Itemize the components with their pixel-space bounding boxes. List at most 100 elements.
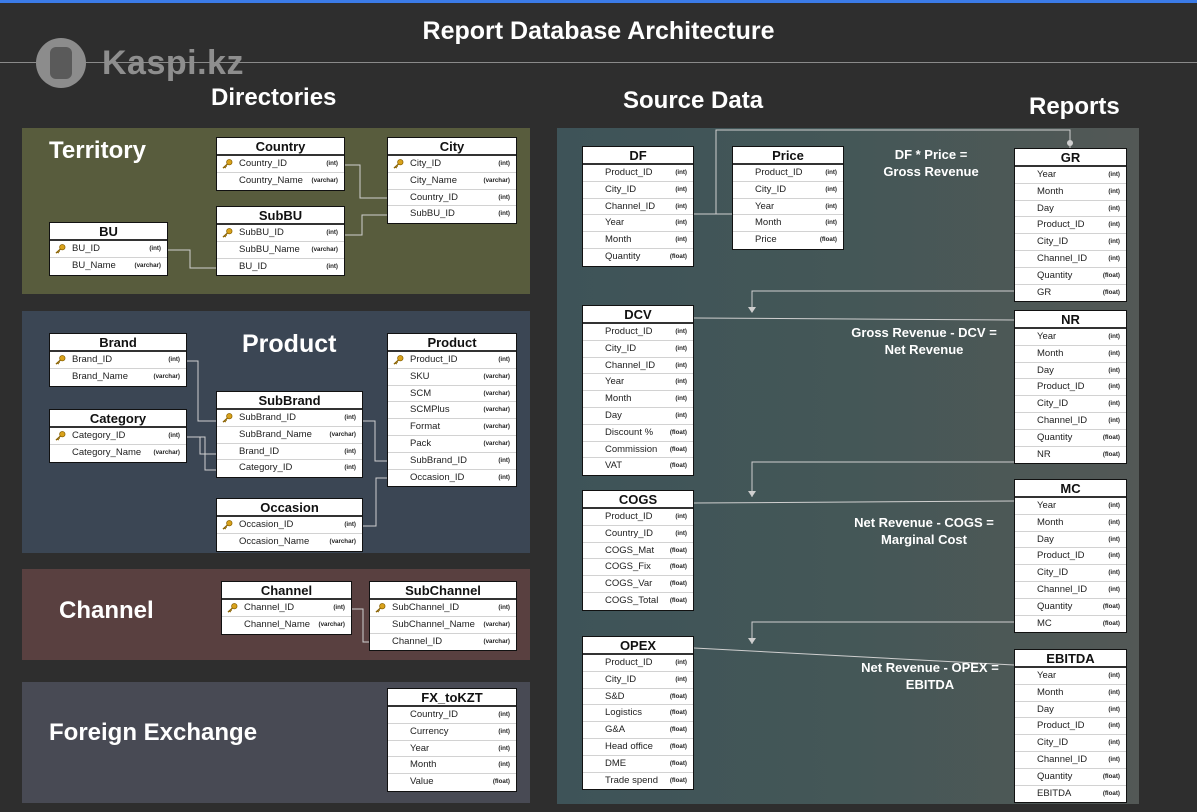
- table-row[interactable]: Format(varchar): [388, 419, 516, 436]
- table-row[interactable]: Product_ID(int): [1015, 718, 1126, 736]
- table-row[interactable]: Category_ID(int): [217, 460, 362, 477]
- table-row[interactable]: Product_ID(int): [388, 352, 516, 369]
- table-row[interactable]: Channel_ID(int): [222, 600, 351, 617]
- table-row[interactable]: Year(int): [1015, 498, 1126, 515]
- table-row[interactable]: BU_ID(int): [217, 259, 344, 276]
- table-row[interactable]: SCM(varchar): [388, 386, 516, 403]
- table-row[interactable]: Currency(int): [388, 724, 516, 741]
- table-row[interactable]: Year(int): [583, 215, 693, 233]
- table-row[interactable]: Head office(float): [583, 739, 693, 756]
- table-row[interactable]: SubBU_Name(varchar): [217, 242, 344, 259]
- table-row[interactable]: Day(int): [1015, 702, 1126, 719]
- table-row[interactable]: EBITDA(float): [1015, 786, 1126, 803]
- table-row[interactable]: City_Name(varchar): [388, 173, 516, 190]
- table-row[interactable]: Discount %(float): [583, 425, 693, 442]
- table-row[interactable]: COGS_Total(float): [583, 593, 693, 610]
- table-row[interactable]: Category_ID(int): [50, 428, 186, 445]
- table-row[interactable]: BU_Name(varchar): [50, 258, 167, 275]
- table-row[interactable]: City_ID(int): [1015, 234, 1126, 251]
- table-row[interactable]: S&D(float): [583, 689, 693, 706]
- table-row[interactable]: Country_ID(int): [583, 526, 693, 543]
- table-row[interactable]: COGS_Fix(float): [583, 559, 693, 577]
- table-row[interactable]: Day(int): [1015, 201, 1126, 218]
- table-row[interactable]: Channel_Name(varchar): [222, 617, 351, 634]
- table-row[interactable]: Month(int): [583, 391, 693, 408]
- table-row[interactable]: Product_ID(int): [583, 324, 693, 341]
- table-row[interactable]: Product_ID(int): [1015, 217, 1126, 235]
- table-row[interactable]: City_ID(int): [583, 672, 693, 689]
- table-row[interactable]: Country_ID(int): [388, 190, 516, 207]
- table-row[interactable]: GR(float): [1015, 285, 1126, 302]
- table-row[interactable]: Pack(varchar): [388, 436, 516, 453]
- table-row[interactable]: Occasion_ID(int): [388, 470, 516, 487]
- table-row[interactable]: SubChannel_ID(int): [370, 600, 516, 617]
- table-row[interactable]: Channel_ID(int): [1015, 752, 1126, 769]
- table-row[interactable]: Day(int): [583, 408, 693, 425]
- table-row[interactable]: City_ID(int): [583, 341, 693, 358]
- table-row[interactable]: Year(int): [583, 374, 693, 392]
- table-row[interactable]: Quantity(float): [583, 249, 693, 266]
- table-row[interactable]: Quantity(float): [1015, 769, 1126, 786]
- table-row[interactable]: Year(int): [388, 741, 516, 758]
- table-row[interactable]: BU_ID(int): [50, 241, 167, 258]
- table-row[interactable]: Product_ID(int): [733, 165, 843, 182]
- table-row[interactable]: Brand_ID(int): [217, 444, 362, 461]
- table-row[interactable]: Channel_ID(int): [1015, 582, 1126, 599]
- table-row[interactable]: Product_ID(int): [583, 165, 693, 182]
- table-row[interactable]: Channel_ID(int): [583, 358, 693, 375]
- table-row[interactable]: Month(int): [583, 232, 693, 249]
- table-row[interactable]: City_ID(int): [1015, 735, 1126, 752]
- table-row[interactable]: Product_ID(int): [1015, 379, 1126, 397]
- table-row[interactable]: NR(float): [1015, 447, 1126, 464]
- table-row[interactable]: Year(int): [1015, 329, 1126, 346]
- table-row[interactable]: Channel_ID(int): [1015, 413, 1126, 430]
- table-row[interactable]: Channel_ID(int): [1015, 251, 1126, 268]
- table-row[interactable]: Product_ID(int): [583, 655, 693, 672]
- table-row[interactable]: Country_Name(varchar): [217, 173, 344, 190]
- table-row[interactable]: Channel_ID(int): [583, 199, 693, 216]
- table-row[interactable]: City_ID(int): [733, 182, 843, 199]
- table-row[interactable]: City_ID(int): [1015, 565, 1126, 582]
- table-row[interactable]: SubBrand_ID(int): [217, 410, 362, 427]
- table-row[interactable]: Quantity(float): [1015, 599, 1126, 616]
- table-row[interactable]: SubBU_ID(int): [217, 225, 344, 242]
- table-row[interactable]: Country_ID(int): [217, 156, 344, 173]
- table-row[interactable]: COGS_Var(float): [583, 576, 693, 593]
- table-row[interactable]: Year(int): [733, 199, 843, 216]
- table-row[interactable]: SKU(varchar): [388, 369, 516, 386]
- table-row[interactable]: Trade spend(float): [583, 773, 693, 790]
- table-row[interactable]: Price(float): [733, 232, 843, 249]
- table-row[interactable]: City_ID(int): [1015, 396, 1126, 413]
- table-row[interactable]: DME(float): [583, 756, 693, 773]
- table-row[interactable]: City_ID(int): [583, 182, 693, 199]
- table-row[interactable]: Month(int): [1015, 515, 1126, 532]
- table-row[interactable]: Quantity(float): [1015, 268, 1126, 285]
- table-row[interactable]: MC(float): [1015, 616, 1126, 633]
- table-row[interactable]: Occasion_Name(varchar): [217, 534, 362, 551]
- table-row[interactable]: SubBrand_Name(varchar): [217, 427, 362, 444]
- table-row[interactable]: Commission(float): [583, 442, 693, 459]
- table-row[interactable]: Product_ID(int): [1015, 548, 1126, 566]
- table-row[interactable]: Year(int): [1015, 167, 1126, 184]
- table-row[interactable]: Country_ID(int): [388, 707, 516, 724]
- table-row[interactable]: G&A(float): [583, 722, 693, 739]
- table-row[interactable]: Month(int): [1015, 184, 1126, 201]
- table-row[interactable]: SubChannel_Name(varchar): [370, 617, 516, 634]
- table-row[interactable]: Month(int): [1015, 685, 1126, 702]
- table-row[interactable]: Channel_ID(varchar): [370, 634, 516, 651]
